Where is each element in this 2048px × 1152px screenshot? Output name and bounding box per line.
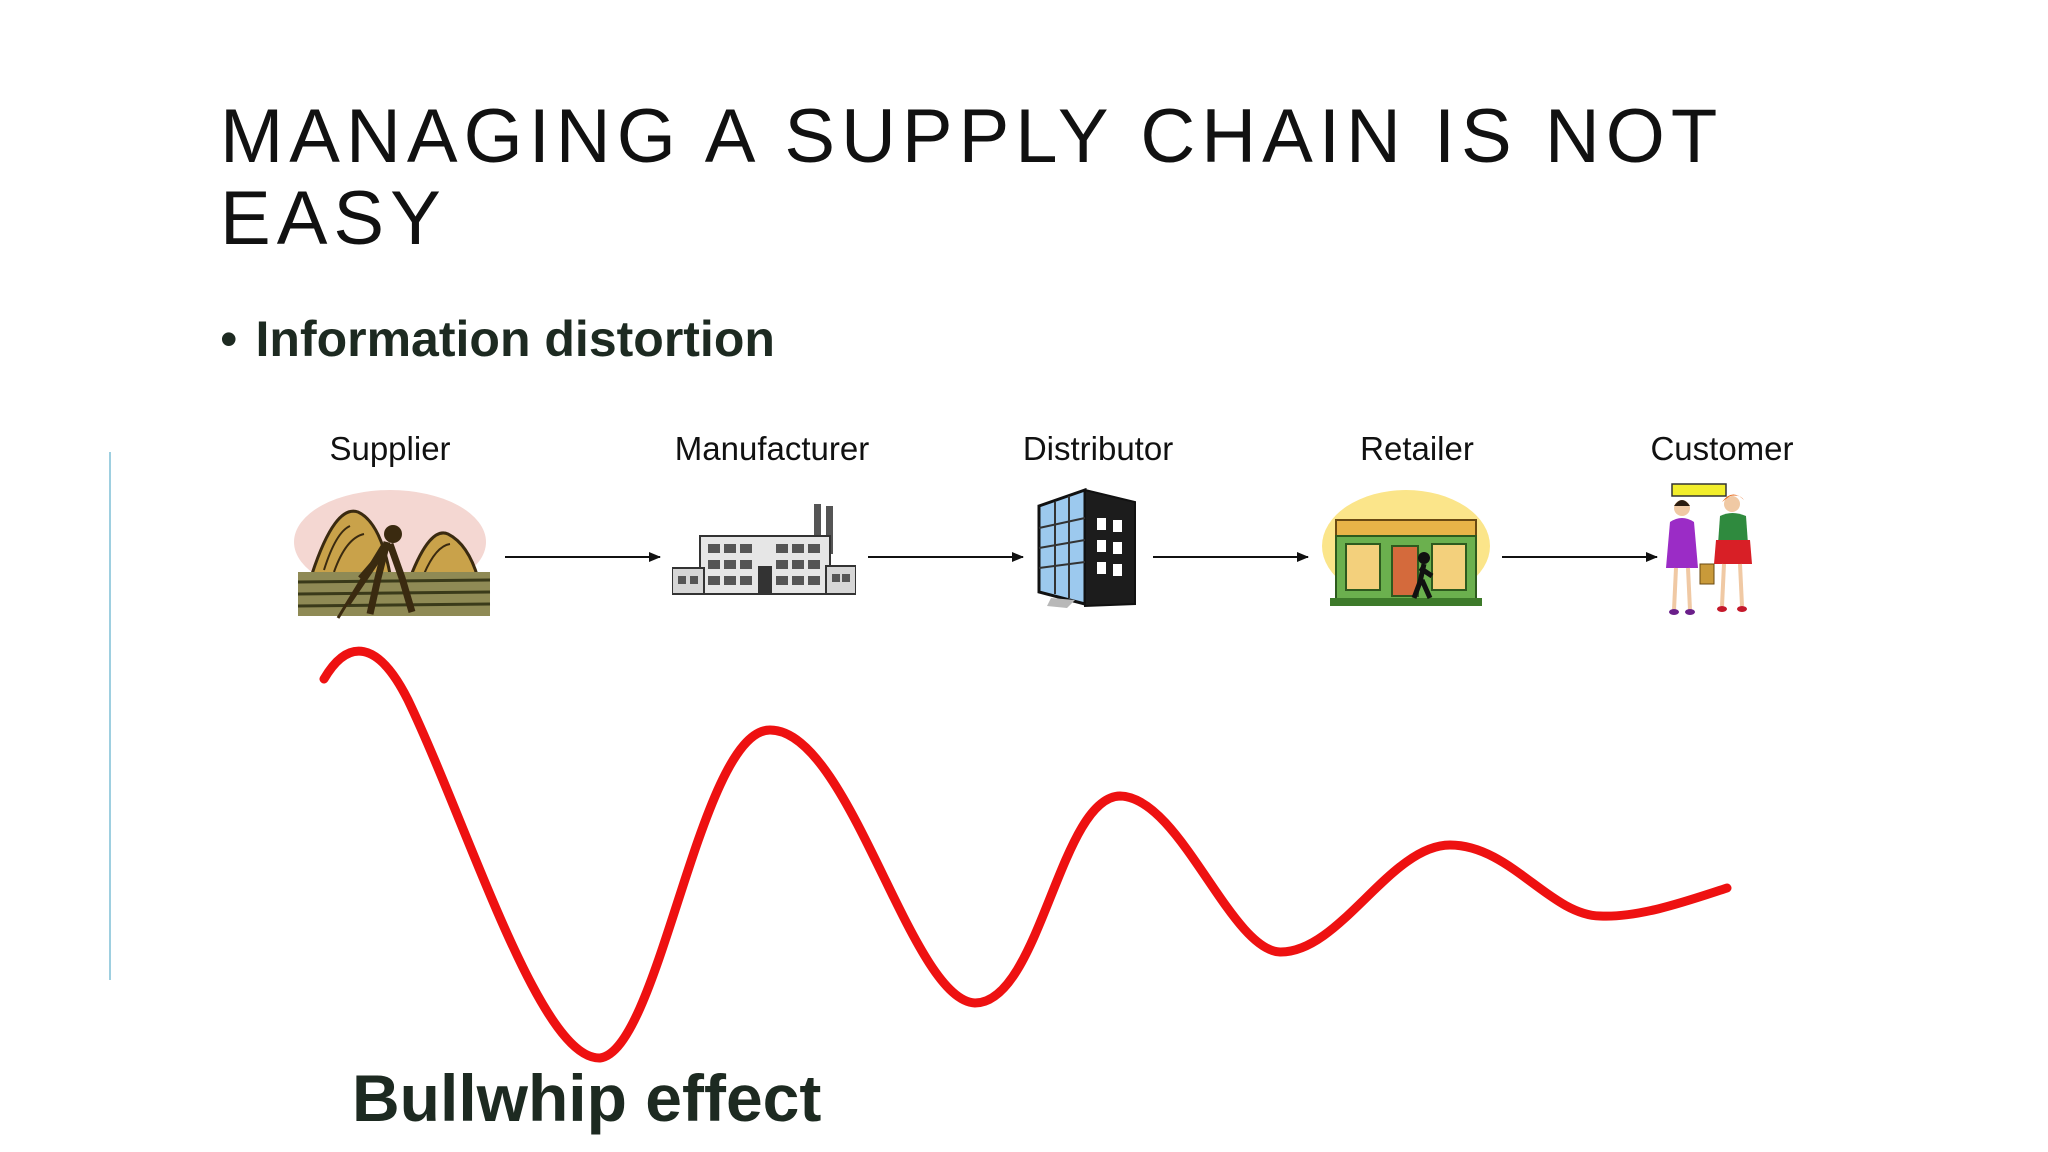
bullet-text: Information distortion <box>255 311 775 367</box>
bullet-item: • Information distortion <box>220 310 775 368</box>
left-accent-line <box>109 452 111 980</box>
bullwhip-effect-label: Bullwhip effect <box>352 1061 822 1135</box>
farmer-icon <box>294 490 491 619</box>
office-building-icon <box>1037 488 1136 608</box>
shoppers-icon <box>1666 483 1752 615</box>
storefront-icon <box>1322 490 1490 606</box>
stage-label-customer: Customer <box>1650 430 1794 467</box>
stage-label-retailer: Retailer <box>1360 430 1474 467</box>
stage-label-manufacturer: Manufacturer <box>674 430 870 467</box>
stage-label-distributor: Distributor <box>1022 430 1174 467</box>
stage-label-supplier: Supplier <box>329 430 451 467</box>
bullet-dot: • <box>220 311 238 367</box>
bullwhip-wave-line <box>319 646 1732 1063</box>
factory-icon <box>672 504 856 595</box>
slide-title: MANAGING A SUPPLY CHAIN IS NOT EASY <box>220 94 1722 261</box>
